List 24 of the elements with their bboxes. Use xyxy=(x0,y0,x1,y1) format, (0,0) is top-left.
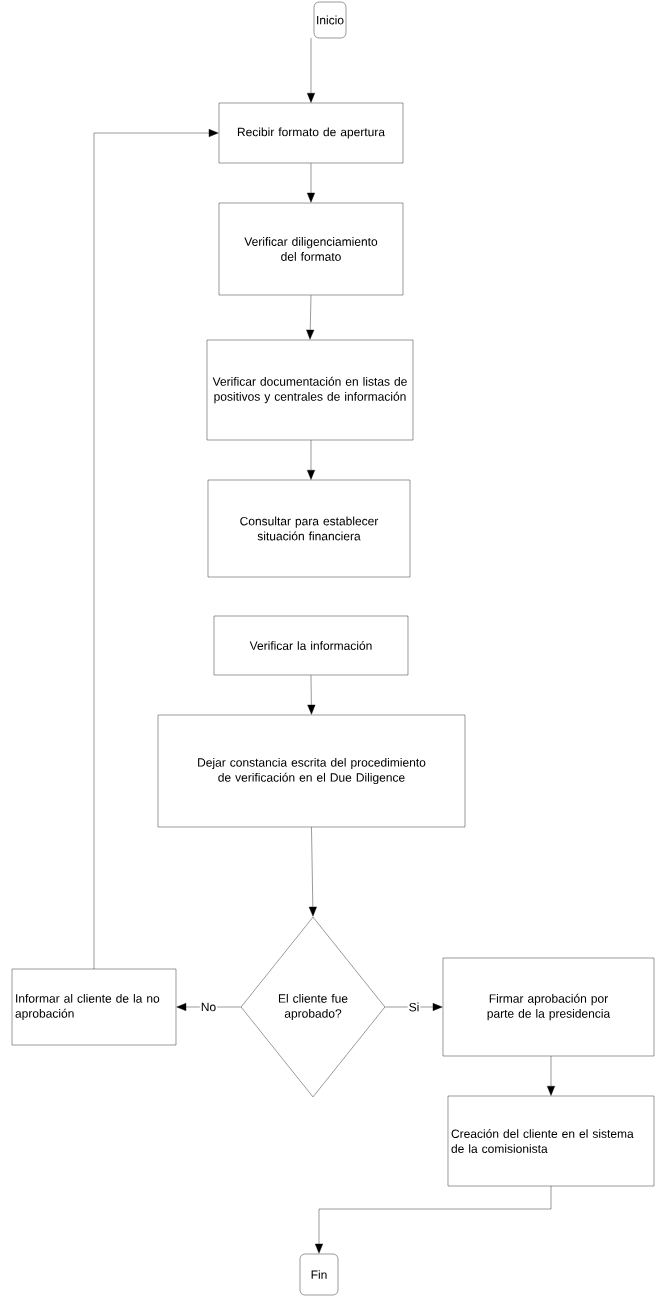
arrow xyxy=(315,1185,552,1254)
arrow xyxy=(306,295,315,340)
process-box: Informar al cliente de la no aprobación xyxy=(11,968,177,1046)
process-box: Verificar documentación en listas de positivos y centrales de información xyxy=(206,339,414,441)
process-box: Creación del cliente en el sistema de la comisionista xyxy=(447,1095,655,1187)
arrow xyxy=(547,1055,555,1096)
arrow xyxy=(308,827,317,917)
process-box: Verificar la información xyxy=(213,615,409,676)
terminal-box: Fin xyxy=(299,1253,339,1296)
process-box: Dejar constancia escrita del procedimiento de verificación en el Due Diligence xyxy=(157,714,466,828)
edge-label: No xyxy=(199,1001,218,1013)
process-box: Verificar diligenciamiento del formato xyxy=(218,202,404,296)
edge-label: Si xyxy=(407,1001,421,1013)
arrow xyxy=(307,675,316,715)
terminal-box: Inicio xyxy=(313,1,347,39)
process-box: Firmar aprobación por parte de la presidencia xyxy=(442,957,655,1057)
arrow xyxy=(307,439,315,480)
arrow xyxy=(176,1003,241,1011)
arrow xyxy=(307,163,315,203)
process-box: Consultar para establecer situación financiera xyxy=(207,479,411,578)
process-box: Recibir formato de apertura xyxy=(218,102,404,164)
arrow xyxy=(307,37,315,103)
arrow xyxy=(93,129,219,970)
arrow xyxy=(385,1003,443,1011)
